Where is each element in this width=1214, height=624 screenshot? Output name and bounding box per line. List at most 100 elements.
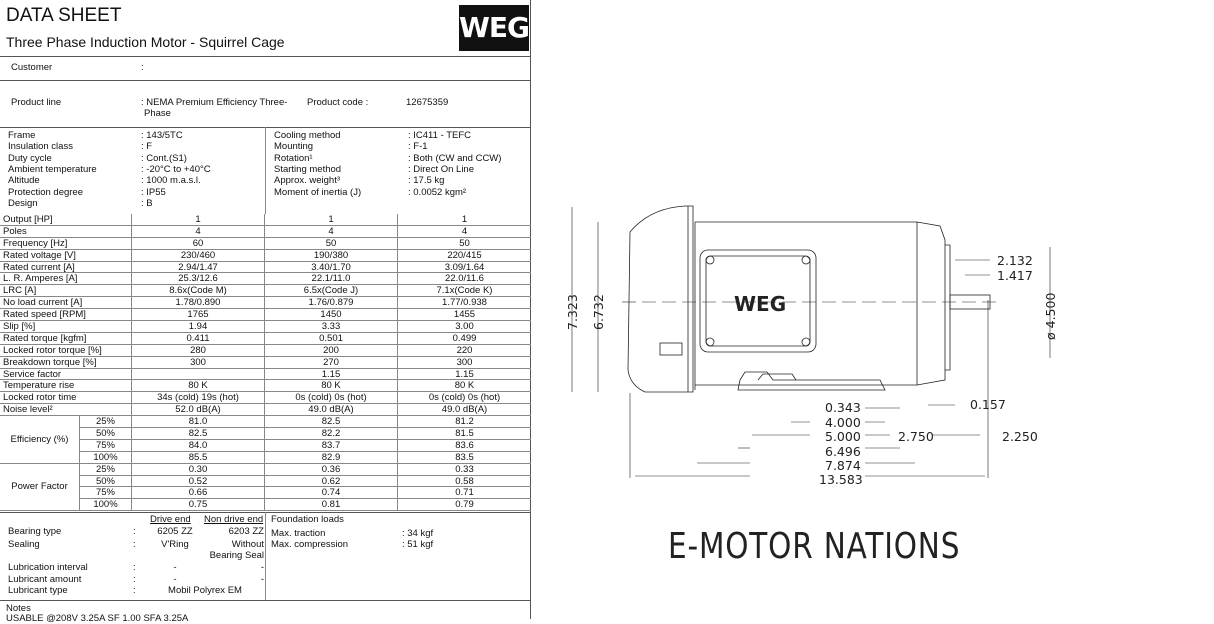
row-value: 0.36 — [265, 463, 398, 475]
load-percent: 25% — [80, 416, 132, 428]
row-value: 0.411 — [132, 332, 265, 344]
row-label: No load current [A] — [0, 297, 132, 309]
row-value: 3.40/1.70 — [265, 261, 398, 273]
spec-value: : Direct On Line — [408, 163, 474, 175]
spec-value: : F-1 — [408, 141, 428, 153]
row-value: 50 — [265, 237, 398, 249]
bearing-value: - — [260, 562, 264, 573]
row-value: 0.66 — [132, 487, 265, 499]
row-label: Temperature rise — [0, 380, 132, 392]
bearing-colon: : — [133, 539, 136, 550]
row-value: 80 K — [265, 380, 398, 392]
product-line-label: Product line — [11, 97, 62, 108]
row-value: 60 — [132, 237, 265, 249]
row-value: 1.15 — [265, 368, 398, 380]
load-percent: 75% — [80, 439, 132, 451]
row-value: 82.2 — [265, 428, 398, 439]
bearing-value: Mobil Polyrex EM — [168, 585, 242, 596]
row-value: 4 — [265, 225, 398, 237]
bearing-label: Lubricant type — [8, 585, 68, 596]
spec-value: : 143/5TC — [141, 130, 183, 141]
bearing-colon: : — [133, 526, 136, 537]
row-value: 300 — [132, 356, 265, 368]
row-value: 220/415 — [447, 249, 482, 261]
motor-outline — [627, 205, 991, 393]
row-value: 25.3/12.6 — [132, 273, 265, 285]
row-value: 81.5 — [455, 428, 474, 439]
row-value: 81.2 — [455, 416, 474, 428]
row-value: 34s (cold) 19s (hot) — [132, 392, 265, 404]
row-value: 300 — [456, 356, 473, 368]
row-value: 81.0 — [132, 416, 265, 428]
dim-1417: 1.417 — [997, 268, 1033, 283]
row-label: Rated speed [RPM] — [0, 309, 132, 321]
row-value: 1 — [132, 214, 265, 225]
bearing-label: Bearing type — [8, 526, 62, 537]
foundation-label: Max. compression — [271, 539, 349, 550]
spec-label: Starting method — [274, 163, 342, 175]
row-label: Output [HP] — [0, 214, 132, 225]
product-line-value: : NEMA Premium Efficiency Three- — [141, 97, 288, 108]
spec-value: : Both (CW and CCW) — [408, 152, 502, 164]
row-value: 80 K — [454, 380, 475, 392]
product-code-value: 12675359 — [406, 97, 449, 108]
foundation-title: Foundation loads — [271, 514, 344, 525]
dim-7874: 7.874 — [825, 458, 861, 473]
load-percent: 75% — [80, 487, 132, 499]
row-value: 80 K — [132, 380, 265, 392]
row-value: 3.09/1.64 — [444, 261, 485, 273]
row-value: 1765 — [132, 309, 265, 321]
row-label: Poles — [0, 225, 132, 237]
row-value: 0.81 — [265, 499, 398, 511]
bearing-value: - — [260, 574, 264, 585]
efficiency-label: Efficiency (%) — [0, 416, 80, 464]
row-value: 84.0 — [132, 439, 265, 451]
spec-value: : IC411 - TEFC — [408, 130, 471, 141]
bearing-colon: : — [133, 574, 136, 585]
row-value: 49.0 dB(A) — [265, 404, 398, 416]
row-value: 0.501 — [265, 332, 398, 344]
row-value: 7.1x(Code K) — [436, 285, 493, 297]
row-value: 0.75 — [132, 499, 265, 511]
row-label: Frequency [Hz] — [0, 237, 132, 249]
power_factor-label: Power Factor — [0, 463, 80, 512]
row-value: 0.58 — [455, 475, 474, 487]
row-value: 1 — [461, 214, 468, 225]
row-value — [132, 368, 265, 380]
dimension-lines — [571, 207, 1051, 478]
row-label: LRC [A] — [0, 285, 132, 297]
data-sheet: DATA SHEET Three Phase Induction Motor -… — [0, 0, 531, 624]
row-label: Noise level² — [0, 404, 132, 416]
product-code-label: Product code : — [307, 97, 369, 108]
customer-value: : — [141, 62, 144, 73]
spec-label: Design — [8, 197, 38, 209]
row-value: 200 — [265, 344, 398, 356]
spec-value: : F — [141, 141, 153, 153]
row-label: Rated voltage [V] — [0, 249, 132, 261]
spec-label: Frame — [8, 130, 36, 141]
spec-label: Insulation class — [8, 141, 73, 153]
spec-label: Mounting — [274, 141, 314, 153]
dim-6496: 6.496 — [825, 444, 861, 459]
row-label: Service factor — [0, 368, 132, 380]
spec-value: : -20°C to +40°C — [141, 163, 211, 175]
non-drive-end-header: Non drive end — [204, 514, 264, 525]
row-value: 6.5x(Code J) — [265, 285, 398, 297]
dim-2250: 2.250 — [1002, 429, 1038, 444]
row-value: 8.6x(Code M) — [132, 285, 265, 297]
load-percent: 100% — [80, 499, 132, 511]
brand-logo: E-MOTOR NATIONS — [668, 526, 961, 567]
spec-value: : 0.0052 kgm² — [408, 186, 467, 198]
